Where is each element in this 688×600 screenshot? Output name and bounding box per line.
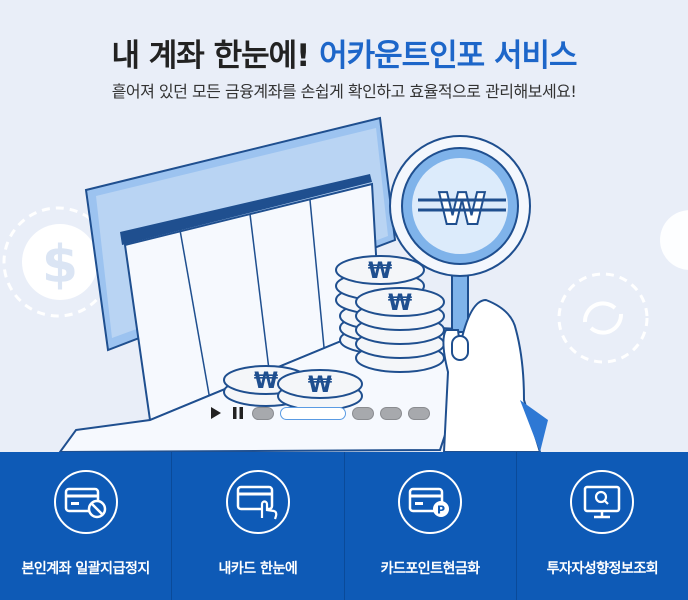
page-title: 내 계좌 한눈에! 어카운트인포 서비스 — [0, 30, 688, 75]
slide-dot-5[interactable] — [408, 406, 430, 420]
page-subtitle: 흩어져 있던 모든 금융계좌를 손쉽게 확인하고 효율적으로 관리해보세요! — [111, 82, 577, 101]
menu-icon-circle — [570, 470, 635, 534]
svg-text:$: $ — [42, 235, 78, 295]
refresh-icon — [557, 272, 649, 364]
menu-card-points-cash[interactable]: P 카드포인트현금화 — [344, 452, 517, 600]
hero-illustration: $ — [2, 116, 688, 452]
svg-text:₩: ₩ — [368, 259, 392, 284]
title-accent: 어카운트인포 서비스 — [319, 38, 577, 74]
menu-my-cards[interactable]: 내카드 한눈에 — [172, 452, 345, 600]
hand-illustration — [442, 298, 548, 452]
card-block-icon — [64, 487, 106, 519]
menu-label: 카드포인트현금화 — [380, 561, 481, 577]
play-icon — [211, 407, 221, 419]
play-button[interactable] — [208, 405, 224, 421]
magnifier-won-icon: W — [389, 135, 531, 333]
card-point-icon: P — [408, 487, 450, 517]
slide-dot-3[interactable] — [352, 406, 374, 420]
menu-icon-circle — [225, 470, 290, 534]
menu-label: 내카드 한눈에 — [218, 561, 298, 577]
menu-investor-profile[interactable]: 투자자성향정보조회 — [516, 452, 688, 600]
pause-button[interactable] — [230, 405, 246, 421]
coin-stack-illustration: ₩ ₩ ₩ ₩ — [223, 255, 445, 411]
pause-icon — [233, 407, 243, 419]
slide-controls — [208, 404, 430, 422]
menu-icon-circle: P — [398, 470, 463, 534]
service-menu-bar: 본인계좌 일괄지급정지 내카드 한눈에 P 카드포인트현금화 — [0, 452, 688, 600]
menu-account-stop-payment[interactable]: 본인계좌 일괄지급정지 — [0, 452, 173, 600]
menu-icon-circle — [53, 470, 118, 534]
dollar-coin-icon: $ — [2, 206, 114, 318]
menu-label: 투자자성향정보조회 — [546, 561, 659, 577]
svg-text:₩: ₩ — [308, 373, 332, 398]
svg-text:₩: ₩ — [388, 291, 412, 316]
menu-label: 본인계좌 일괄지급정지 — [21, 561, 151, 577]
svg-text:P: P — [437, 504, 445, 517]
svg-text:₩: ₩ — [254, 369, 278, 394]
monitor-search-icon — [584, 485, 621, 519]
card-touch-icon — [236, 485, 278, 520]
hero-banner: $ — [0, 30, 688, 452]
slide-dot-1[interactable] — [252, 406, 274, 420]
slide-dot-4[interactable] — [380, 406, 402, 420]
title-main: 내 계좌 한눈에! — [111, 38, 320, 74]
slide-dot-2[interactable] — [280, 406, 346, 420]
